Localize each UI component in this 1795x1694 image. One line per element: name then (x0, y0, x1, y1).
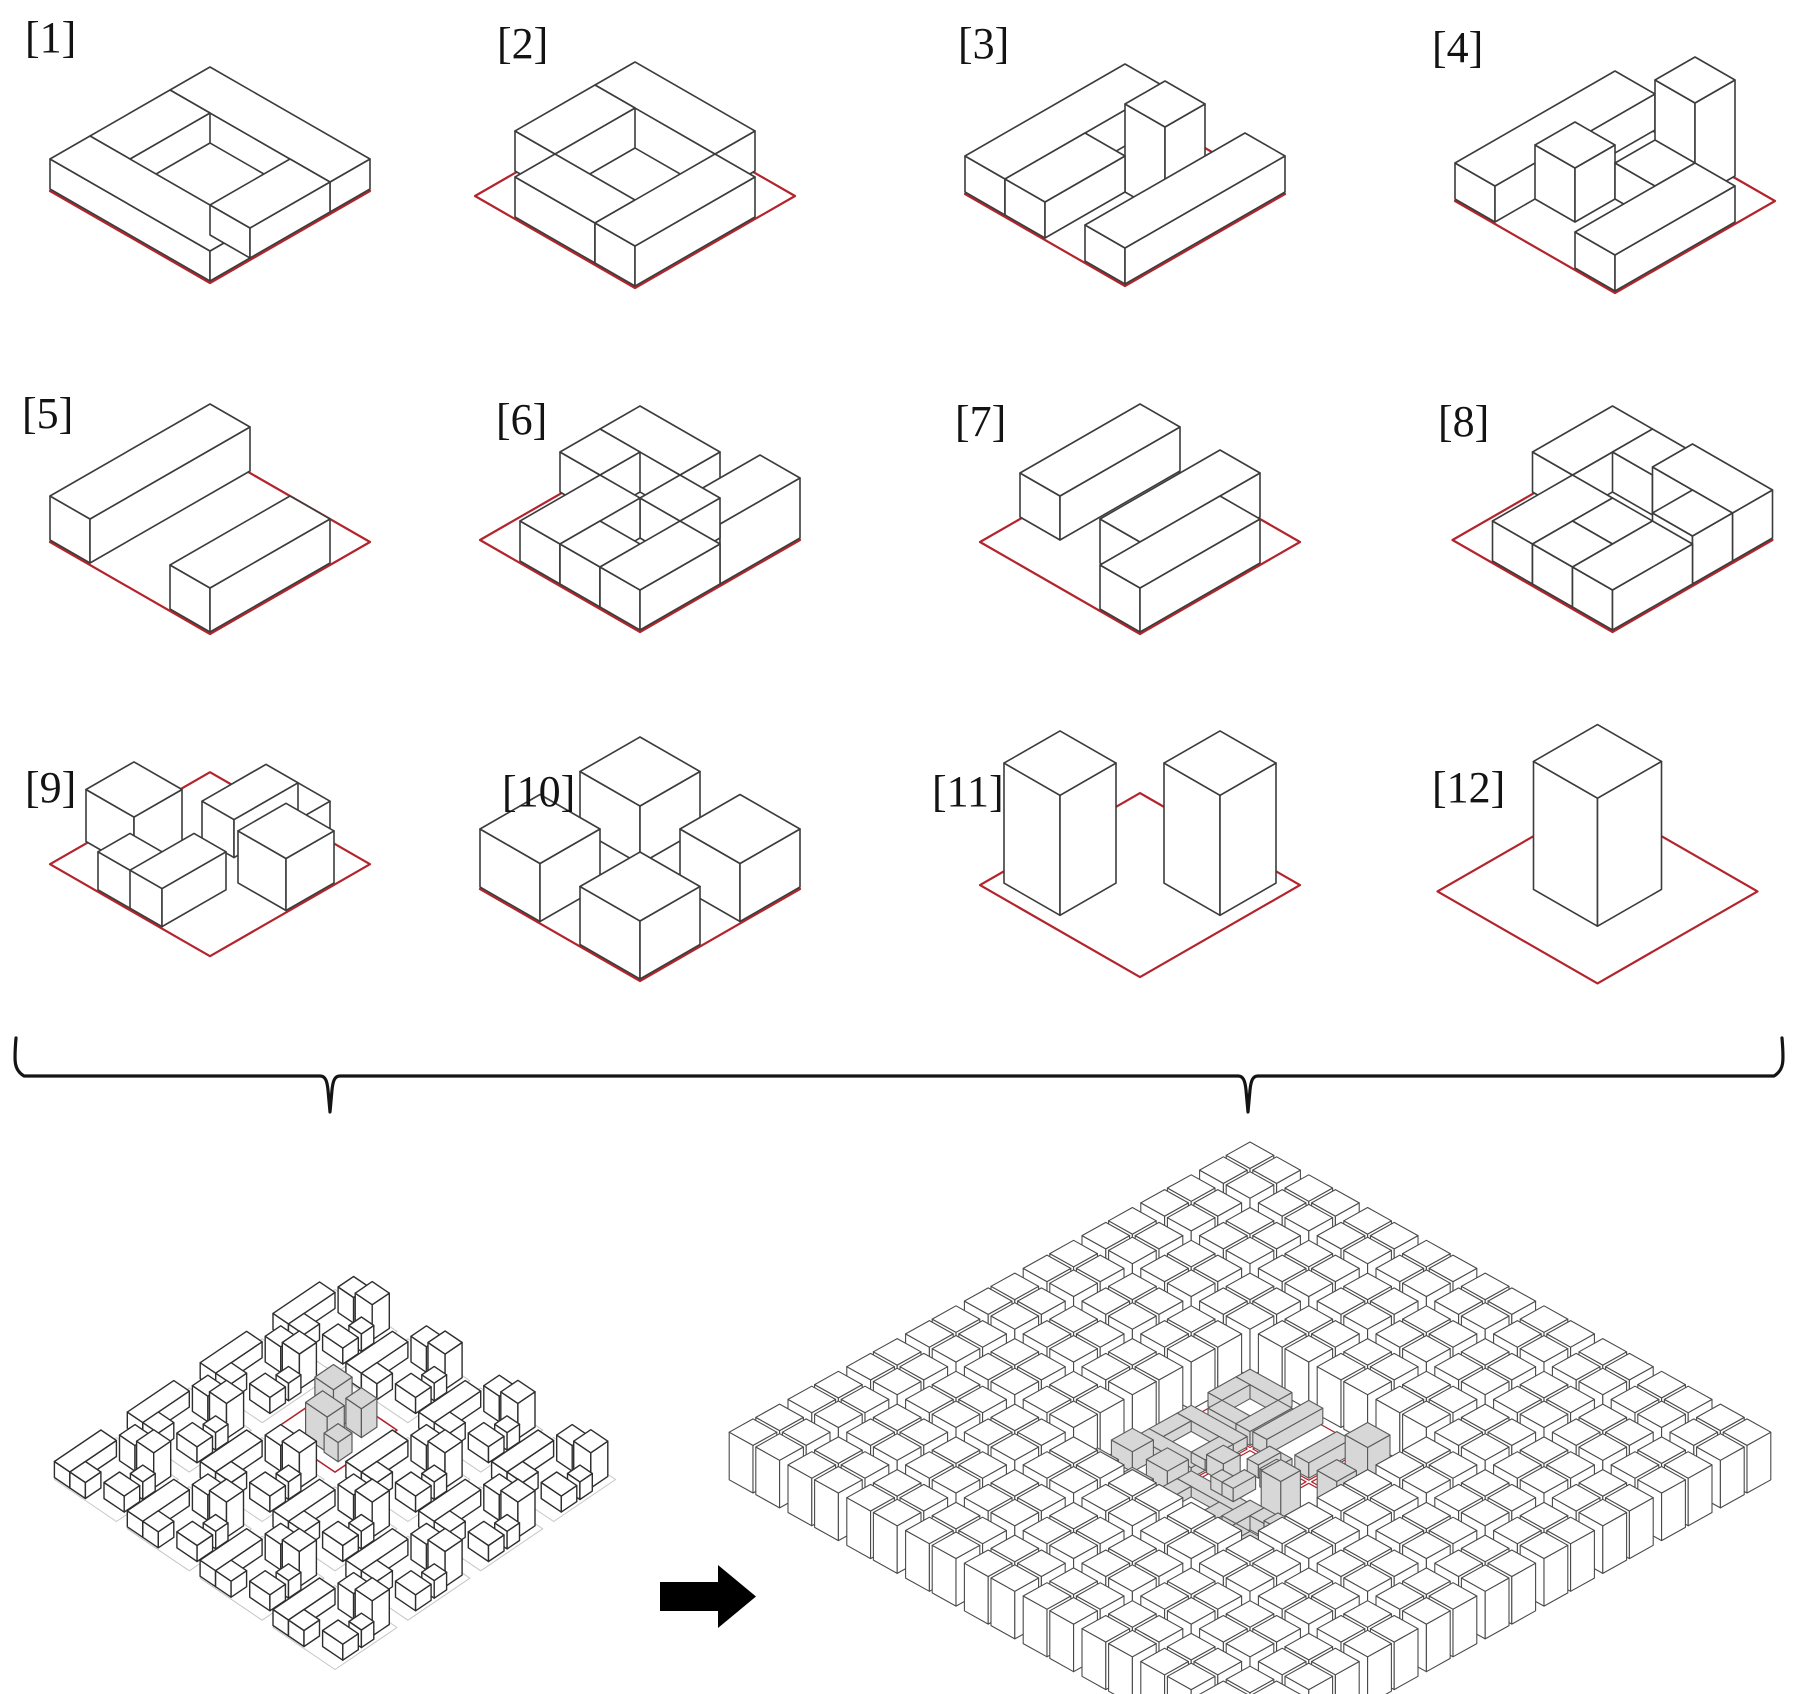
typology-label-9: [9] (25, 763, 77, 812)
typology-label-6: [6] (496, 395, 548, 444)
typology-drawing-1 (48, 66, 372, 285)
typology-tile-2: [2] (430, 12, 840, 338)
typology-tile-8: [8] (1430, 374, 1795, 664)
typology-drawing-3 (963, 63, 1287, 288)
grouping-bracket (13, 1036, 1785, 1114)
typology-label-2: [2] (497, 19, 549, 68)
typology-label-4: [4] (1432, 23, 1484, 72)
typology-label-1: [1] (25, 13, 77, 62)
typology-tile-1: [1] (10, 12, 410, 338)
typology-tile-12: [12] (1400, 690, 1795, 1018)
typology-tile-5: [5] (10, 374, 410, 664)
typology-drawing-4 (1453, 56, 1777, 295)
typology-tile-4: [4] (1432, 12, 1790, 338)
typology-tile-9: [9] (10, 700, 410, 1018)
aggregation-right-drawing (728, 1141, 1772, 1694)
typology-label-11: [11] (932, 767, 1004, 816)
aggregation-left-drawing (53, 1275, 617, 1671)
typology-label-12: [12] (1432, 763, 1506, 812)
typology-drawing-2 (473, 61, 797, 290)
typology-drawing-6 (478, 405, 802, 634)
typology-drawing-7 (978, 403, 1302, 636)
typology-drawing-10 (478, 736, 802, 983)
typology-label-7: [7] (955, 397, 1007, 446)
typology-tile-6: [6] (430, 374, 850, 664)
typology-tile-10: [10] (430, 700, 850, 1018)
typology-tile-11: [11] (930, 690, 1350, 1018)
typology-drawing-8 (1451, 405, 1774, 634)
typology-drawing-12 (1436, 723, 1759, 985)
typology-tile-3: [3] (930, 12, 1320, 338)
typology-label-3: [3] (958, 19, 1010, 68)
transformation-arrow-icon (660, 1565, 756, 1628)
typology-drawing-11 (978, 730, 1302, 979)
typology-drawing-9 (48, 761, 372, 958)
right-arrow-shape (660, 1565, 756, 1628)
typology-label-8: [8] (1438, 397, 1490, 446)
typology-drawing-5 (48, 403, 372, 636)
typology-label-10: [10] (502, 767, 576, 816)
typology-tile-7: [7] (930, 374, 1350, 664)
bracket-path (13, 1036, 1785, 1114)
typology-label-5: [5] (22, 389, 74, 438)
